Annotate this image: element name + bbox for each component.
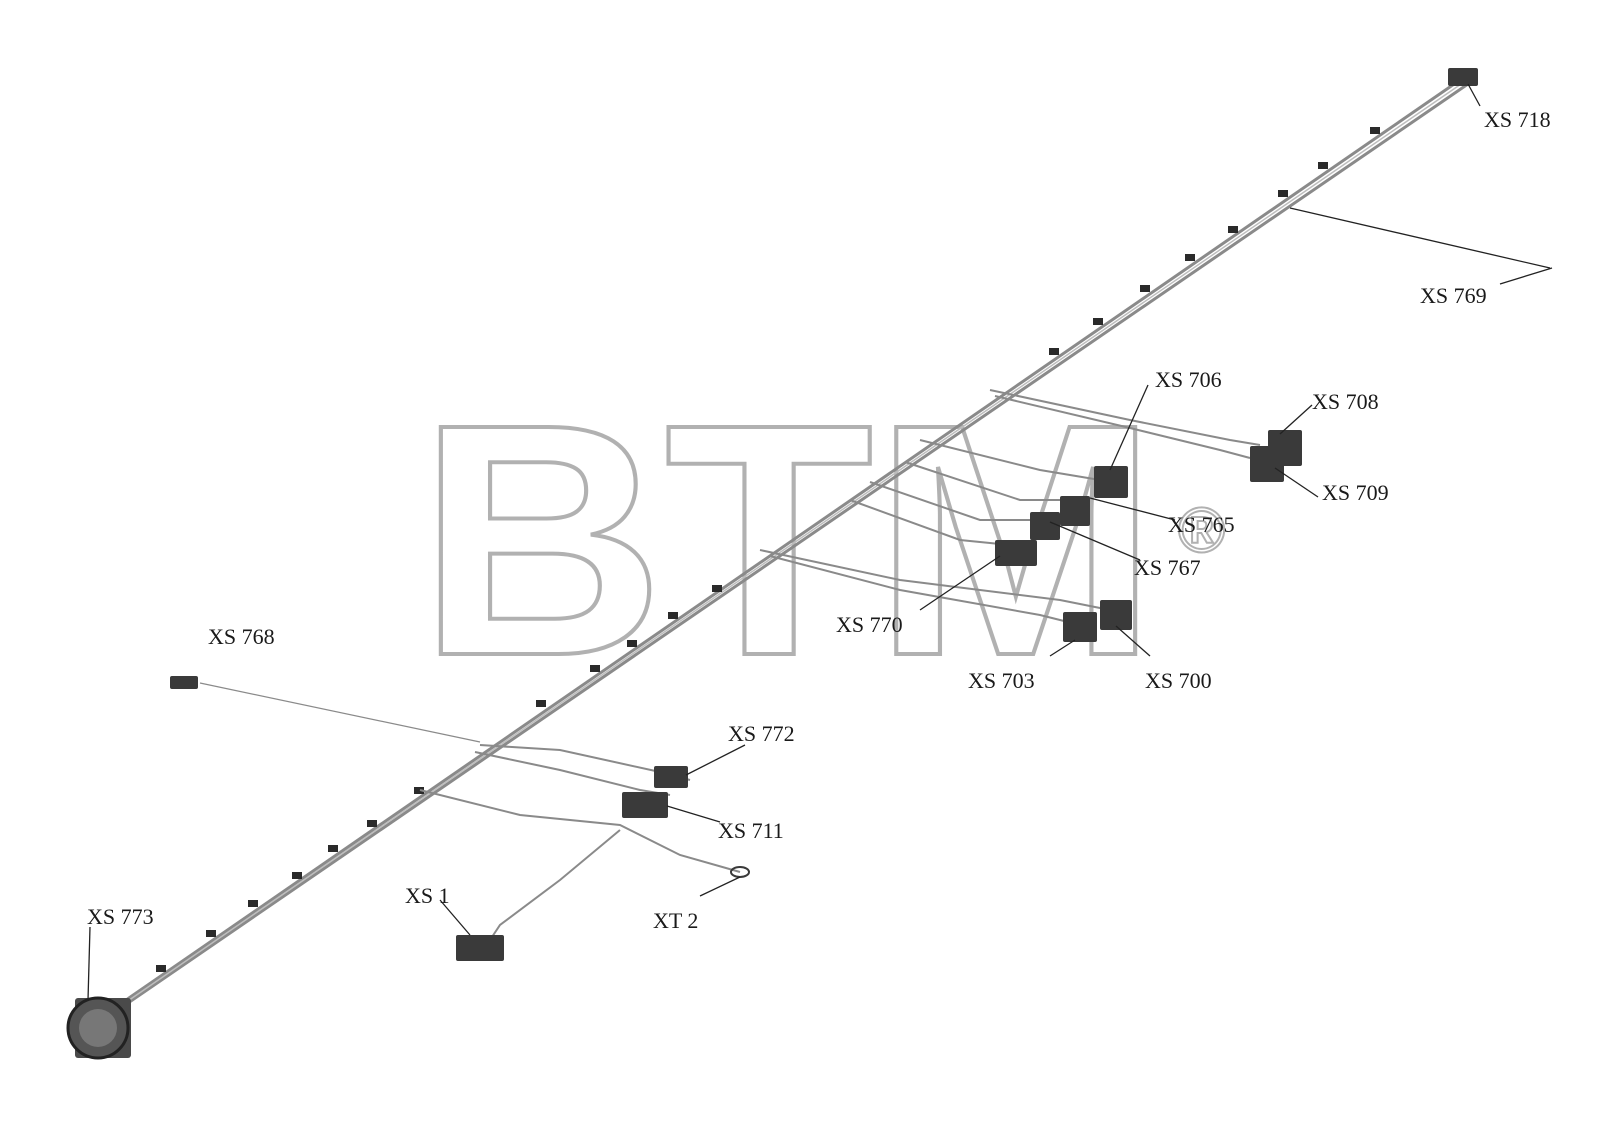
label-xs718: XS 718 <box>1484 107 1551 132</box>
connector-xs1 <box>456 935 504 961</box>
trunk-clamps <box>156 127 1380 972</box>
connector-xs768 <box>170 676 198 689</box>
labels: XS 718 XS 769 XS 706 XS 708 XS 709 XS 76… <box>87 107 1551 933</box>
connector-xs773 <box>66 996 131 1060</box>
leader-lines <box>87 83 1553 1001</box>
label-xt2: XT 2 <box>653 908 698 933</box>
label-xs709: XS 709 <box>1322 480 1389 505</box>
label-xs770: XS 770 <box>836 612 903 637</box>
label-xs765: XS 765 <box>1168 512 1235 537</box>
connector-xs711 <box>622 792 668 818</box>
label-xs706: XS 706 <box>1155 367 1222 392</box>
label-xs708: XS 708 <box>1312 389 1379 414</box>
label-xs700: XS 700 <box>1145 668 1212 693</box>
label-xs711: XS 711 <box>718 818 784 843</box>
connector-xs703 <box>1063 612 1097 642</box>
registered-mark: ® <box>1178 494 1225 566</box>
label-xs1: XS 1 <box>405 883 450 908</box>
btm-watermark: BTM ® <box>416 353 1226 726</box>
label-xs772: XS 772 <box>728 721 795 746</box>
label-xs769: XS 769 <box>1420 283 1487 308</box>
connector-xs706 <box>1094 466 1128 498</box>
label-xs768: XS 768 <box>208 624 275 649</box>
main-trunk <box>99 78 1469 1020</box>
connector-xs718 <box>1448 68 1478 86</box>
label-xs773: XS 773 <box>87 904 154 929</box>
connector-xs772 <box>654 766 688 788</box>
connector-xs770 <box>995 540 1037 566</box>
label-xs703: XS 703 <box>968 668 1035 693</box>
connector-xs767 <box>1030 512 1060 540</box>
connector-xs765 <box>1060 496 1090 526</box>
connector-xs700 <box>1100 600 1132 630</box>
connector-xs709 <box>1250 446 1284 482</box>
label-xs767: XS 767 <box>1134 555 1201 580</box>
upper-connectors <box>995 430 1302 642</box>
